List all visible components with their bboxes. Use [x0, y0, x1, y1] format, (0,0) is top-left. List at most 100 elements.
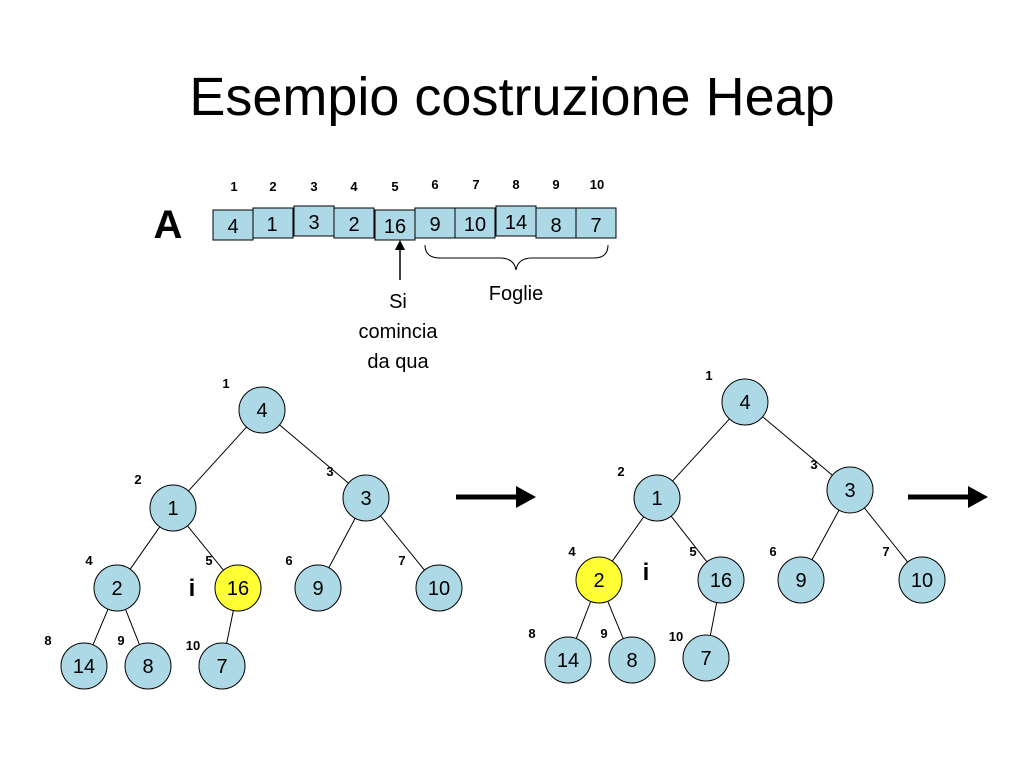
- start-arrow: [395, 240, 405, 280]
- array-cell: [252, 207, 294, 239]
- leaves-label: Foglie: [489, 283, 543, 305]
- array-cell-value: 14: [505, 212, 527, 234]
- tree-node: [198, 642, 246, 690]
- tree-node: [697, 556, 745, 604]
- tree-node-index: 9: [117, 633, 124, 648]
- array-index: 4: [350, 179, 358, 194]
- array-index: 5: [391, 179, 398, 194]
- tree-node-index: 9: [600, 626, 607, 641]
- array-index: 10: [590, 177, 604, 192]
- tree-node-index: 10: [186, 638, 200, 653]
- tree-edge: [92, 608, 109, 646]
- array-index: 6: [431, 177, 438, 192]
- tree-edge: [575, 601, 592, 639]
- tree-edge: [226, 610, 234, 644]
- tree-node: [149, 484, 197, 532]
- tree-node: [342, 474, 390, 522]
- array-index: 8: [512, 177, 519, 192]
- tree-node-index: 8: [528, 626, 535, 641]
- slide-title: Esempio costruzione Heap: [189, 67, 835, 127]
- array-cell: [293, 205, 335, 237]
- tree-node: [682, 634, 730, 682]
- array-cell-value: 1: [266, 214, 277, 236]
- tree-node-value: 7: [216, 656, 227, 678]
- array-index: 2: [269, 179, 276, 194]
- array-cell: [454, 207, 496, 239]
- tree-edge: [328, 518, 356, 568]
- tree-node-value: 2: [111, 578, 122, 600]
- start-label-line: da qua: [367, 351, 429, 373]
- tree-node-value: 14: [557, 650, 579, 672]
- tree-node-highlighted: [214, 564, 262, 612]
- tree-node-index: 4: [568, 544, 576, 559]
- tree-node: [93, 564, 141, 612]
- tree-node: [60, 642, 108, 690]
- tree-node-index: 1: [222, 376, 229, 391]
- tree-edge: [125, 609, 140, 645]
- tree-node-value: 2: [593, 570, 604, 592]
- tree-node-value: 7: [700, 648, 711, 670]
- tree-node-value: 8: [626, 650, 637, 672]
- tree-edge: [670, 515, 708, 563]
- tree-node-index: 3: [326, 464, 333, 479]
- tree-node-value: 1: [167, 498, 178, 520]
- tree-node: [238, 386, 286, 434]
- tree-node-index: 5: [205, 553, 212, 568]
- tree-node: [608, 636, 656, 684]
- tree-node-value: 9: [312, 578, 323, 600]
- array-cell-value: 2: [348, 214, 359, 236]
- tree-node-value: 16: [227, 578, 249, 600]
- tree-edge: [611, 516, 645, 562]
- array-indices: 1 2 3 4 5 6 7 8 9 10: [230, 177, 604, 194]
- cursor-label: i: [189, 575, 196, 602]
- tree-edge: [279, 424, 349, 484]
- array-cell-value: 8: [550, 215, 561, 237]
- array-cell: [414, 207, 456, 239]
- tree-node-index: 5: [689, 544, 696, 559]
- array-cell: [575, 207, 617, 239]
- tree-node-index: 2: [617, 464, 624, 479]
- tree-edge: [762, 416, 833, 476]
- array-cell-value: 10: [464, 214, 486, 236]
- tree-node: [721, 378, 769, 426]
- tree-node-value: 10: [428, 578, 450, 600]
- tree-node-value: 3: [844, 480, 855, 502]
- array-cell: [495, 205, 537, 237]
- tree-node-value: 1: [651, 488, 662, 510]
- tree-node: [294, 564, 342, 612]
- cursor-label: i: [643, 559, 650, 586]
- tree-node: [633, 474, 681, 522]
- tree-edge: [607, 601, 624, 639]
- tree-edge: [672, 418, 730, 482]
- array-cells: 4 1 3 2 16 9 10 14 8 7: [212, 205, 617, 241]
- tree-node-index: 6: [769, 544, 776, 559]
- array-cell: [374, 209, 416, 241]
- tree-node: [777, 556, 825, 604]
- start-label: Si comincia da qua: [359, 291, 439, 373]
- array-index: 3: [310, 179, 317, 194]
- array-cell-value: 4: [227, 216, 238, 238]
- array-cell: [535, 207, 577, 239]
- leaves-brace: [424, 244, 609, 271]
- tree-node-value: 16: [710, 570, 732, 592]
- tree-node-index: 4: [85, 553, 93, 568]
- tree-node-index: 7: [398, 553, 405, 568]
- tree-node-index: 6: [285, 553, 292, 568]
- array-index: 7: [472, 177, 479, 192]
- tree-node: [544, 636, 592, 684]
- start-label-line: Si: [389, 291, 407, 313]
- start-label-line: comincia: [359, 321, 439, 343]
- tree-node: [826, 466, 874, 514]
- tree-node-index: 8: [44, 633, 51, 648]
- array-index: 9: [552, 177, 559, 192]
- tree-edge: [188, 426, 247, 492]
- array-cell: [333, 207, 375, 239]
- array-cell-value: 9: [429, 214, 440, 236]
- array-index: 1: [230, 179, 237, 194]
- array-label: A: [154, 203, 183, 247]
- tree-node-index: 10: [669, 629, 683, 644]
- tree-node-highlighted: [575, 556, 623, 604]
- tree-edge: [380, 515, 425, 571]
- tree-node: [898, 556, 946, 604]
